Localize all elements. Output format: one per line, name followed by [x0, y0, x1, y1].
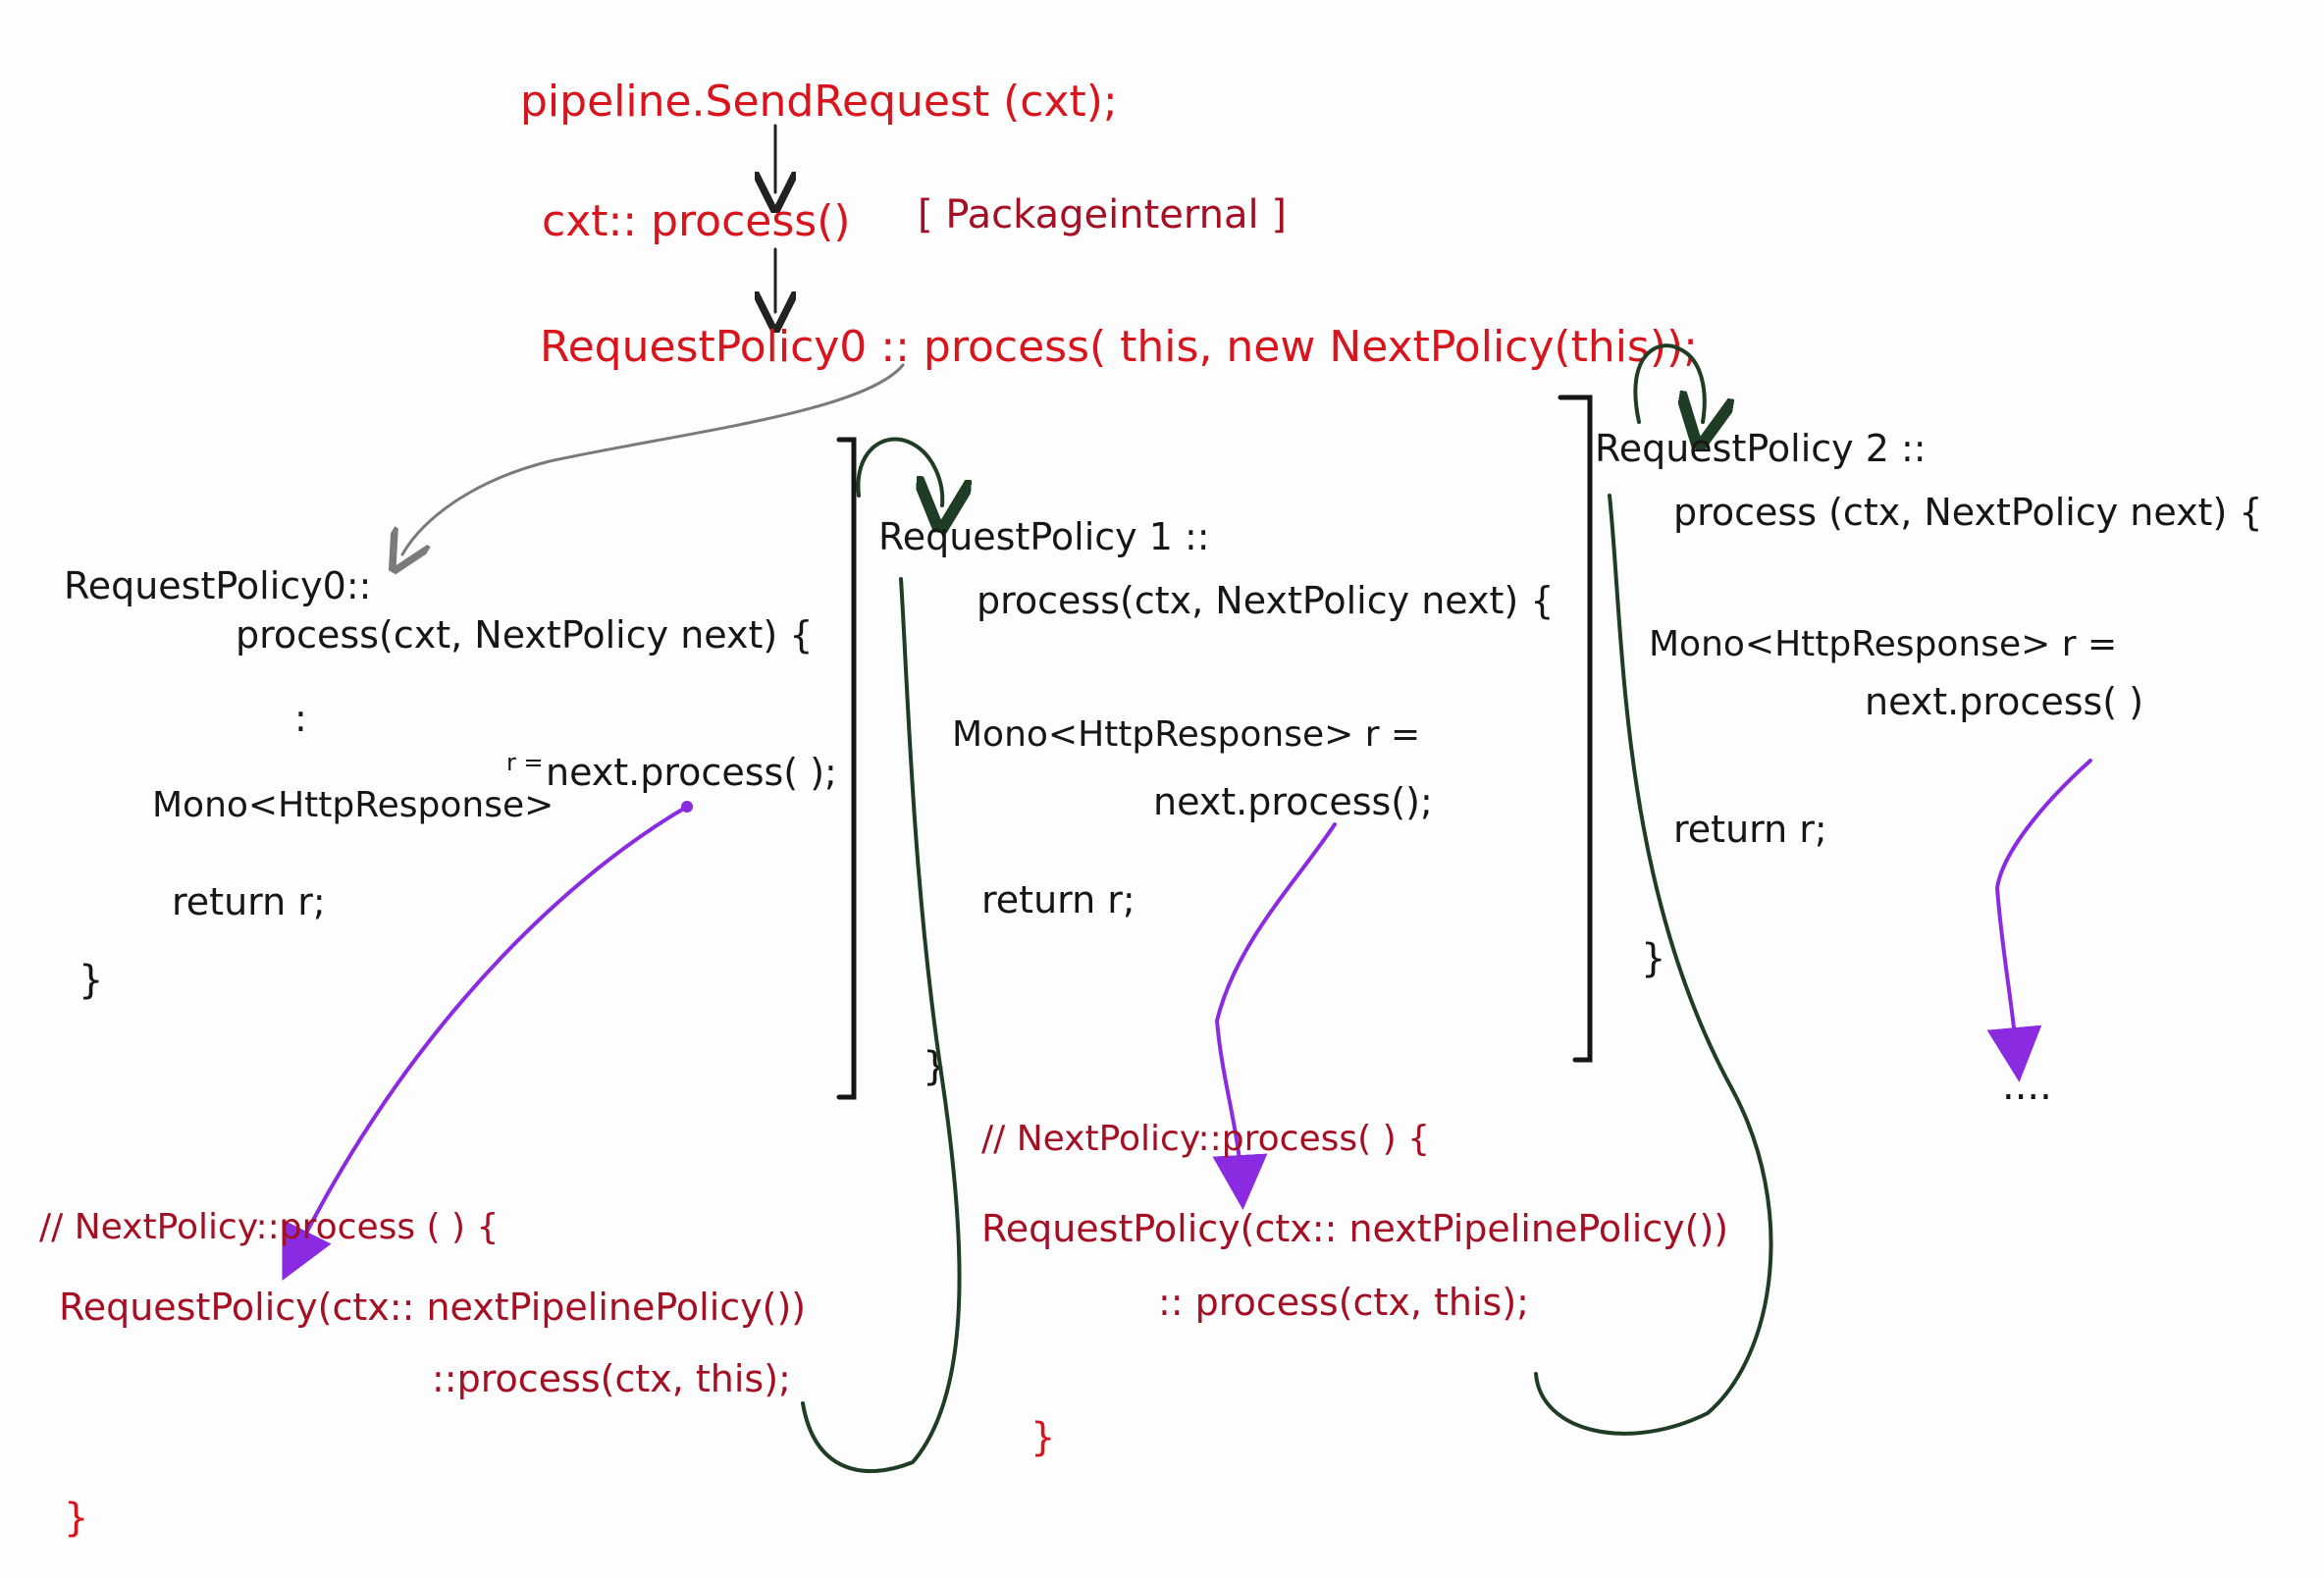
policy2-return-loop: [1534, 494, 1773, 1436]
next1-line-2: :: process(ctx, this);: [1158, 1281, 1529, 1324]
next0-comment: // NextPolicy::process ( ) {: [39, 1207, 499, 1247]
top-line-3: RequestPolicy0 :: process( this, new Nex…: [540, 322, 1698, 372]
policy0-mono: Mono<HttpResponse>: [152, 785, 554, 825]
policy2-signature: process (ctx, NextPolicy next) {: [1673, 491, 2263, 534]
policy2-return: return r;: [1673, 808, 1827, 851]
policy0-header: RequestPolicy0::: [64, 564, 371, 607]
purple-arrow-0: [282, 805, 689, 1282]
policy0-call: next.process( );: [546, 751, 837, 794]
policy1-header: RequestPolicy 1 ::: [878, 515, 1210, 558]
policy1-return: return r;: [981, 878, 1136, 921]
policy2-header: RequestPolicy 2 ::: [1595, 427, 1927, 470]
policy2-mono: Mono<HttpResponse> r =: [1649, 624, 2117, 664]
policy1-return-loop: [801, 577, 962, 1474]
policy2-call: next.process( ): [1865, 680, 2143, 723]
policy2-bracket: [1558, 394, 1593, 1063]
next0-close: }: [64, 1496, 88, 1541]
next1-close: }: [1030, 1415, 1055, 1460]
policy1-signature: process(ctx, NextPolicy next) {: [977, 579, 1554, 622]
purple-arrow-1: [1212, 822, 1337, 1210]
policy2-loop-arrow: [1633, 343, 1704, 422]
top-line-1: pipeline.SendRequest (cxt);: [520, 77, 1118, 127]
policy0-dots: :: [294, 697, 307, 740]
dispatch-arrow: [402, 363, 905, 554]
next0-line-2: ::process(ctx, this);: [432, 1357, 791, 1400]
top-line-2-bracket: [ Packageinternal ]: [918, 192, 1287, 237]
policy1-call: next.process();: [1153, 780, 1433, 823]
purple-arrow-2: [1986, 759, 2092, 1082]
policy1-bracket: [836, 437, 857, 1100]
policy2-ellipsis: ....: [2002, 1064, 2052, 1109]
policy1-loop-arrow: [856, 437, 942, 505]
policy2-close: }: [1641, 936, 1665, 981]
policy0-r-label: r =: [506, 749, 544, 776]
policy1-mono: Mono<HttpResponse> r =: [952, 714, 1420, 755]
policy0-return: return r;: [172, 880, 326, 923]
next1-comment: // NextPolicy::process( ) {: [981, 1119, 1430, 1159]
policy0-signature: process(cxt, NextPolicy next) {: [236, 613, 813, 657]
next0-line-1: RequestPolicy(ctx:: nextPipelinePolicy()…: [59, 1286, 806, 1329]
policy0-close: }: [79, 958, 103, 1003]
top-line-2: cxt:: process(): [542, 196, 851, 246]
next1-line-1: RequestPolicy(ctx:: nextPipelinePolicy()…: [981, 1207, 1728, 1250]
